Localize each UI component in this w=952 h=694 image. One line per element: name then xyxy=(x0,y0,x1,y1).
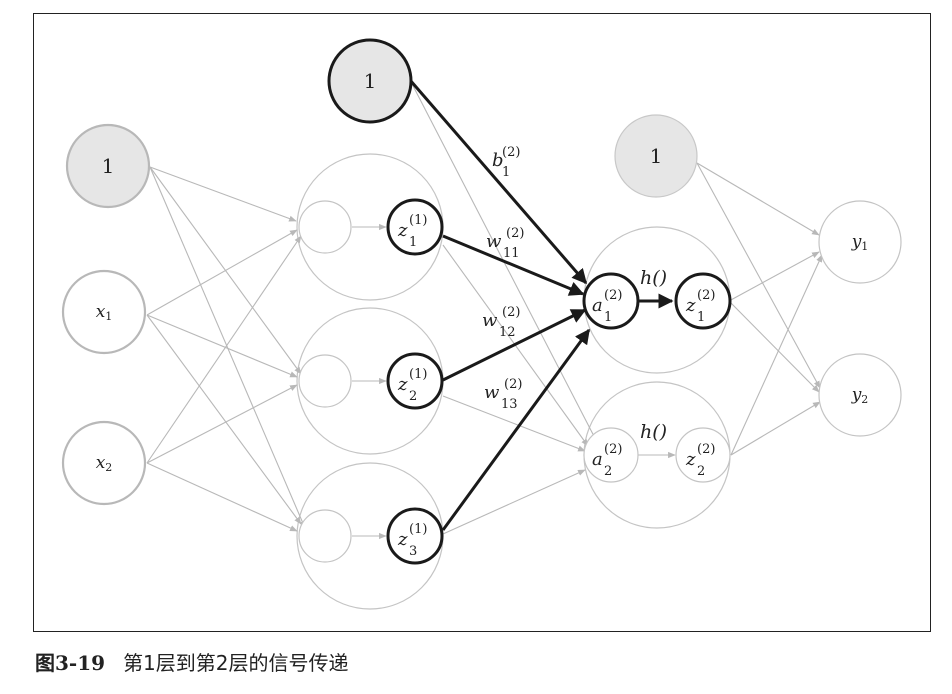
layer1-units xyxy=(298,200,352,563)
svg-text:z: z xyxy=(397,529,408,550)
svg-text:w: w xyxy=(486,231,502,252)
svg-text:1: 1 xyxy=(102,154,115,178)
input-connections xyxy=(146,166,306,532)
svg-text:(2): (2) xyxy=(697,442,715,457)
svg-text:1: 1 xyxy=(697,310,705,325)
edge-b1 xyxy=(408,79,588,285)
svg-text:3: 3 xyxy=(409,544,417,559)
layer1-z-nodes: z 1 (1) z 2 (1) z 3 (1) xyxy=(386,198,444,565)
activation-label-2: h() xyxy=(640,421,667,443)
svg-text:1: 1 xyxy=(502,165,510,180)
svg-text:b: b xyxy=(492,150,504,171)
layer1-bias-node: 1 xyxy=(327,38,413,124)
layer1-unit-2 xyxy=(298,354,352,408)
edge-w11 xyxy=(442,234,585,296)
input-node-x2: x2 xyxy=(61,420,147,506)
diagram-frame xyxy=(33,13,931,632)
svg-text:13: 13 xyxy=(501,397,518,412)
svg-text:1: 1 xyxy=(409,235,417,250)
svg-text:a: a xyxy=(592,449,603,470)
label-b1: b 1 (2) xyxy=(492,145,520,180)
svg-text:z: z xyxy=(397,374,408,395)
node-a2-2: a 2 (2) xyxy=(583,427,639,483)
bold-connections xyxy=(408,79,674,531)
svg-text:(2): (2) xyxy=(697,288,715,303)
input-node-x1: x1 xyxy=(61,269,147,355)
svg-text:a: a xyxy=(592,295,603,316)
label-w11: w 11 (2) xyxy=(486,226,524,261)
node-z1-2: z 1 (2) xyxy=(674,272,732,330)
layer2-nodes: a 1 (2) z 1 (2) a 2 (2) z 2 (2) h() h() xyxy=(582,267,732,483)
input-bias-node: 1 xyxy=(65,123,151,209)
svg-text:2: 2 xyxy=(697,464,705,479)
label-w12: w 12 (2) xyxy=(482,305,520,340)
figure-caption-text: 第1层到第2层的信号传递 xyxy=(123,651,349,675)
svg-text:1: 1 xyxy=(650,144,663,168)
edge-w13 xyxy=(441,328,591,531)
neural-network-diagram: 1 x1 x2 1 z 1 (1) xyxy=(61,38,902,610)
label-w13: w 13 (2) xyxy=(484,377,522,412)
figure-caption: 图3-19 第1层到第2层的信号传递 xyxy=(35,647,349,676)
svg-text:1: 1 xyxy=(364,69,377,93)
svg-text:(1): (1) xyxy=(409,522,427,537)
input-layer: 1 x1 x2 xyxy=(61,123,151,506)
svg-text:12: 12 xyxy=(499,325,516,340)
svg-text:z: z xyxy=(685,449,696,470)
output-connections xyxy=(696,162,823,456)
svg-text:(1): (1) xyxy=(409,367,427,382)
svg-text:w: w xyxy=(482,310,498,331)
node-z2-2: z 2 (2) xyxy=(675,427,731,483)
svg-text:z: z xyxy=(685,295,696,316)
svg-text:z: z xyxy=(397,220,408,241)
figure-number: 图3-19 xyxy=(35,651,106,675)
weight-labels: b 1 (2) w 11 (2) w 12 (2) w 13 (2) xyxy=(482,145,524,412)
layer1-unit-1 xyxy=(298,200,352,254)
node-a1-2: a 1 (2) xyxy=(582,272,640,330)
output-node-y2: y2 xyxy=(818,353,902,437)
svg-text:(2): (2) xyxy=(502,145,520,160)
output-layer: y1 y2 xyxy=(818,200,902,437)
layer1-internal-arrows xyxy=(352,223,387,540)
svg-text:(2): (2) xyxy=(604,442,622,457)
svg-text:(1): (1) xyxy=(409,213,427,228)
node-z1-1: z 1 (1) xyxy=(386,198,444,256)
svg-text:(2): (2) xyxy=(604,288,622,303)
edge-w12 xyxy=(442,308,587,382)
svg-text:x1: x1 xyxy=(96,302,113,323)
svg-text:2: 2 xyxy=(604,464,612,479)
activation-label-1: h() xyxy=(640,267,667,289)
svg-text:(2): (2) xyxy=(502,305,520,320)
layer2-bias-node: 1 xyxy=(614,114,698,198)
svg-text:w: w xyxy=(484,382,500,403)
svg-text:2: 2 xyxy=(409,389,417,404)
node-z2-1: z 2 (1) xyxy=(386,352,444,410)
node-z3-1: z 3 (1) xyxy=(386,507,444,565)
svg-text:1: 1 xyxy=(604,310,612,325)
svg-text:(2): (2) xyxy=(504,377,522,392)
svg-text:x2: x2 xyxy=(96,453,113,474)
svg-text:11: 11 xyxy=(503,246,520,261)
svg-text:y2: y2 xyxy=(851,385,869,406)
output-node-y1: y1 xyxy=(818,200,902,284)
layer1-unit-3 xyxy=(298,509,352,563)
svg-text:y1: y1 xyxy=(851,232,869,253)
svg-text:(2): (2) xyxy=(506,226,524,241)
